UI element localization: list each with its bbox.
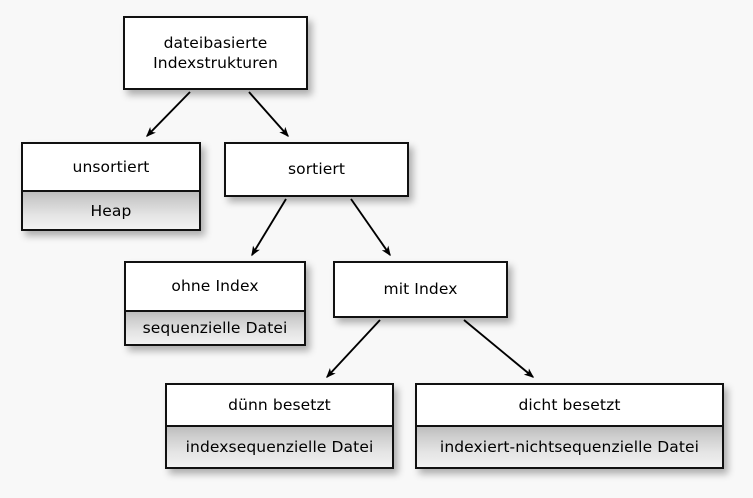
node-dateibasierte-indexstrukturen[interactable]: dateibasierte Indexstrukturen — [123, 16, 308, 90]
node-duenn-besetzt-label: dünn besetzt — [167, 385, 392, 425]
edge-sortiert-to-ohne-index — [251, 198, 287, 257]
edge-mit-index-to-duenn — [326, 319, 381, 379]
node-sortiert[interactable]: sortiert — [224, 142, 409, 197]
node-duenn-besetzt-implementation: indexsequenzielle Datei — [167, 425, 392, 467]
node-dicht-besetzt-label: dicht besetzt — [417, 385, 722, 425]
node-unsortiert-implementation: Heap — [23, 190, 199, 229]
node-sortiert-label: sortiert — [226, 144, 407, 195]
node-mit-index[interactable]: mit Index — [333, 261, 508, 318]
node-ohne-index[interactable]: ohne Index sequenzielle Datei — [124, 261, 306, 346]
edge-root-to-sortiert — [248, 91, 289, 138]
edge-mit-index-to-dicht — [463, 319, 535, 378]
node-unsortiert[interactable]: unsortiert Heap — [21, 142, 201, 231]
node-duenn-besetzt[interactable]: dünn besetzt indexsequenzielle Datei — [165, 383, 394, 469]
edge-sortiert-to-mit-index — [350, 198, 391, 257]
edge-root-to-unsortiert — [146, 91, 191, 138]
node-ohne-index-label: ohne Index — [126, 263, 304, 310]
node-dicht-besetzt[interactable]: dicht besetzt indexiert-nichtsequenziell… — [415, 383, 724, 469]
node-root-label: dateibasierte Indexstrukturen — [125, 18, 306, 88]
node-unsortiert-label: unsortiert — [23, 144, 199, 190]
node-dicht-besetzt-implementation: indexiert-nichtsequenzielle Datei — [417, 425, 722, 467]
node-mit-index-label: mit Index — [335, 263, 506, 316]
node-ohne-index-implementation: sequenzielle Datei — [126, 310, 304, 344]
